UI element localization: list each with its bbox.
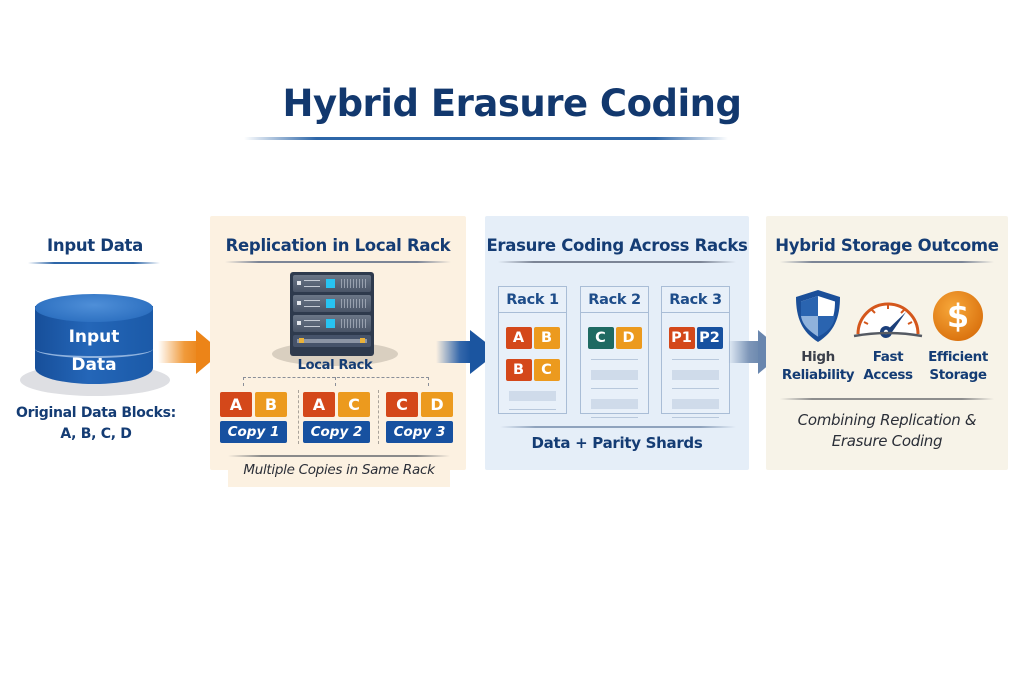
data-block: C xyxy=(338,392,370,417)
shard-block: C xyxy=(533,359,560,381)
copy-group-2: A C Copy 2 xyxy=(303,392,370,443)
copy-separator xyxy=(298,390,299,444)
slot-divider xyxy=(509,409,556,410)
outcome-heading-rule xyxy=(780,261,994,263)
shard-block: B xyxy=(533,327,560,349)
copy-group-1: A B Copy 1 xyxy=(220,392,287,443)
rack-name: Rack 3 xyxy=(662,287,729,313)
slot-divider xyxy=(591,359,638,360)
shard-block: D xyxy=(615,327,642,349)
replication-caption: Multiple Copies in Same Rack xyxy=(243,462,435,478)
replication-caption-rule xyxy=(228,455,450,457)
data-block: A xyxy=(220,392,252,417)
replication-caption-background xyxy=(228,455,450,487)
outcome-heading: Hybrid Storage Outcome xyxy=(775,236,999,255)
dollar-coin-icon: $ xyxy=(920,288,996,344)
slot-divider xyxy=(672,417,719,418)
rack-card-3: Rack 3 P1 P2 xyxy=(661,286,730,418)
rack-card-2: Rack 2 C D xyxy=(580,286,649,418)
replication-heading: Replication in Local Rack xyxy=(225,236,451,255)
local-rack-label: Local Rack xyxy=(297,358,373,373)
data-block: A xyxy=(303,392,335,417)
outcome-caption-rule xyxy=(780,398,994,400)
server-rack-icon xyxy=(290,272,374,356)
erasure-heading-rule xyxy=(498,261,736,263)
input-heading: Input Data xyxy=(47,236,143,255)
shard-block: C xyxy=(587,327,614,349)
copy-tag: Copy 2 xyxy=(303,421,370,443)
distribution-bracket xyxy=(243,377,429,386)
database-label-line1: Input xyxy=(68,327,120,347)
shard-block: A xyxy=(505,327,532,349)
outcome-label: Fast Access xyxy=(863,349,913,383)
svg-text:$: $ xyxy=(947,297,969,335)
empty-slot xyxy=(672,370,719,380)
copy-tag: Copy 1 xyxy=(220,421,287,443)
outcome-item-reliability: High Reliability xyxy=(780,288,856,384)
input-caption-line1: Original Data Blocks: xyxy=(16,405,176,421)
copy-tag: Copy 3 xyxy=(386,421,453,443)
title-underline xyxy=(244,137,728,140)
slot-divider xyxy=(672,359,719,360)
input-caption: Original Data Blocks: A, B, C, D xyxy=(6,403,186,445)
shield-icon xyxy=(780,288,856,344)
slot-divider xyxy=(591,417,638,418)
empty-slot xyxy=(591,370,638,380)
outcome-item-storage: $ Efficient Storage xyxy=(920,288,996,384)
outcome-label: Efficient Storage xyxy=(928,349,988,383)
database-label-line2: Data xyxy=(71,355,117,375)
outcome-panel xyxy=(766,216,1008,470)
erasure-caption: Data + Parity Shards xyxy=(531,434,703,452)
data-block: C xyxy=(386,392,418,417)
distribution-bracket-stem xyxy=(335,377,336,386)
shard-block: B xyxy=(505,359,532,381)
slot-divider xyxy=(672,388,719,389)
input-heading-rule xyxy=(28,262,160,264)
data-block: B xyxy=(255,392,287,417)
outcome-item-access: Fast Access xyxy=(850,288,926,384)
replication-heading-rule xyxy=(225,261,451,263)
slot-divider xyxy=(591,388,638,389)
empty-slot xyxy=(672,399,719,409)
database-divider xyxy=(35,340,153,358)
rack-card-1: Rack 1 A B B C xyxy=(498,286,567,414)
input-caption-line2: A, B, C, D xyxy=(60,426,132,442)
parity-block: P1 xyxy=(668,327,695,349)
database-top xyxy=(35,294,153,322)
outcome-caption-line2: Erasure Coding xyxy=(831,432,943,450)
outcome-caption-line1: Combining Replication & xyxy=(797,411,977,429)
copy-group-3: C D Copy 3 xyxy=(386,392,453,443)
empty-slot xyxy=(591,399,638,409)
data-block: D xyxy=(421,392,453,417)
erasure-caption-rule xyxy=(500,426,736,428)
empty-slot xyxy=(509,391,556,401)
rack-name: Rack 1 xyxy=(499,287,566,313)
rack-name: Rack 2 xyxy=(581,287,648,313)
diagram-title: Hybrid Erasure Coding xyxy=(282,82,742,125)
outcome-label: High Reliability xyxy=(781,349,855,383)
erasure-heading: Erasure Coding Across Racks xyxy=(486,236,748,255)
speedometer-icon xyxy=(850,288,926,344)
copy-separator xyxy=(378,390,379,444)
parity-block: P2 xyxy=(696,327,723,349)
outcome-caption: Combining Replication & Erasure Coding xyxy=(766,410,1008,452)
